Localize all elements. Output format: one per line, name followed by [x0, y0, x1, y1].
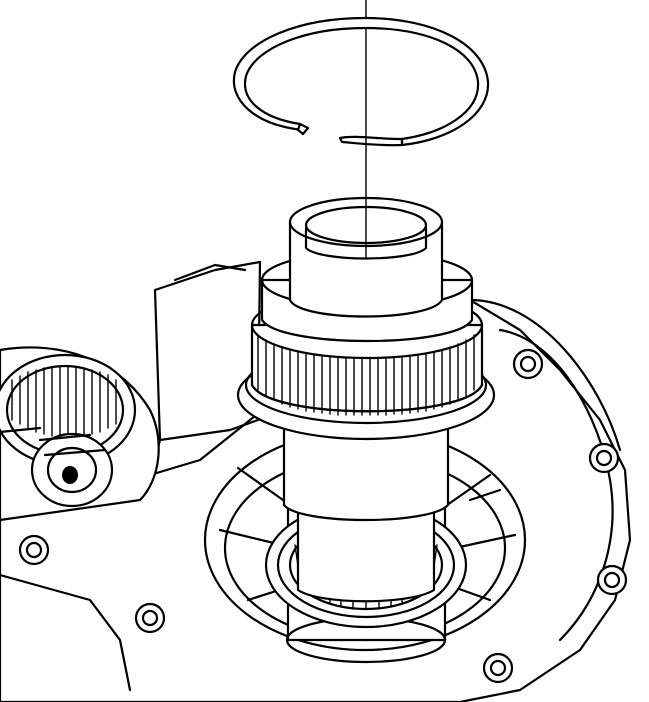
gear-ring-teeth — [257, 334, 475, 416]
snap-ring — [232, 16, 490, 147]
shaft-sleeve — [260, 196, 474, 343]
left-gear-assembly — [0, 346, 160, 522]
housing-bolt-holes — [18, 348, 628, 684]
gear-ring — [250, 290, 484, 416]
left-gear-teeth — [11, 365, 117, 439]
